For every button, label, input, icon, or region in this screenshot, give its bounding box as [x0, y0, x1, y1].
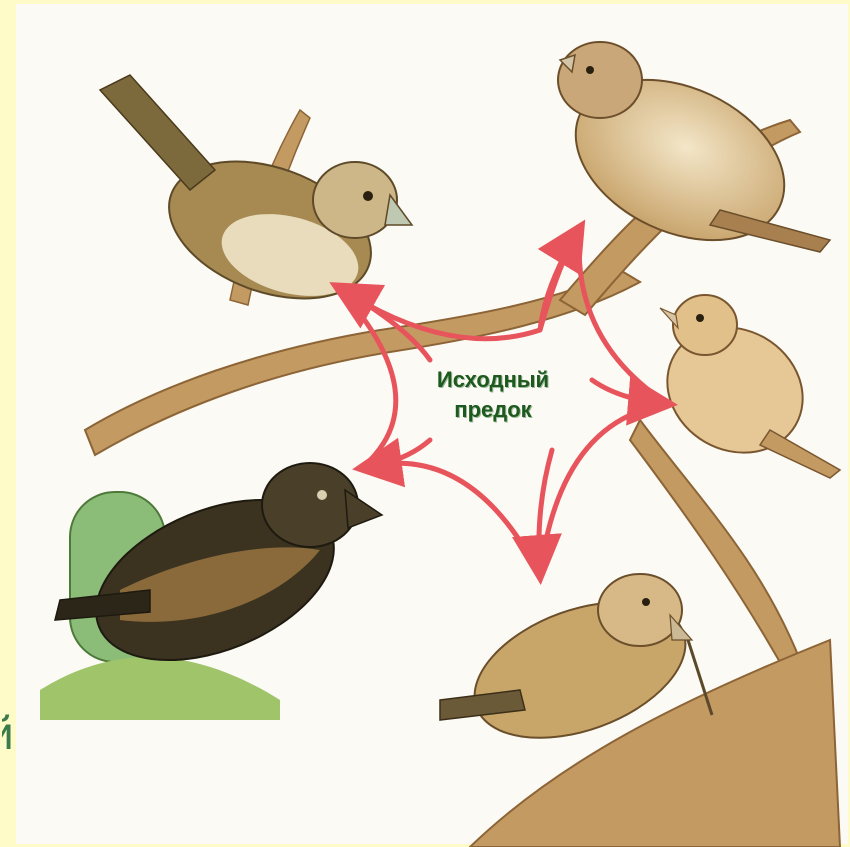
edge-text-fragment: й: [2, 706, 24, 760]
ancestor-label: Исходный предок: [408, 365, 578, 425]
ancestor-label-line-2: предок: [408, 395, 578, 425]
ancestor-label-line-1: Исходный: [408, 365, 578, 395]
